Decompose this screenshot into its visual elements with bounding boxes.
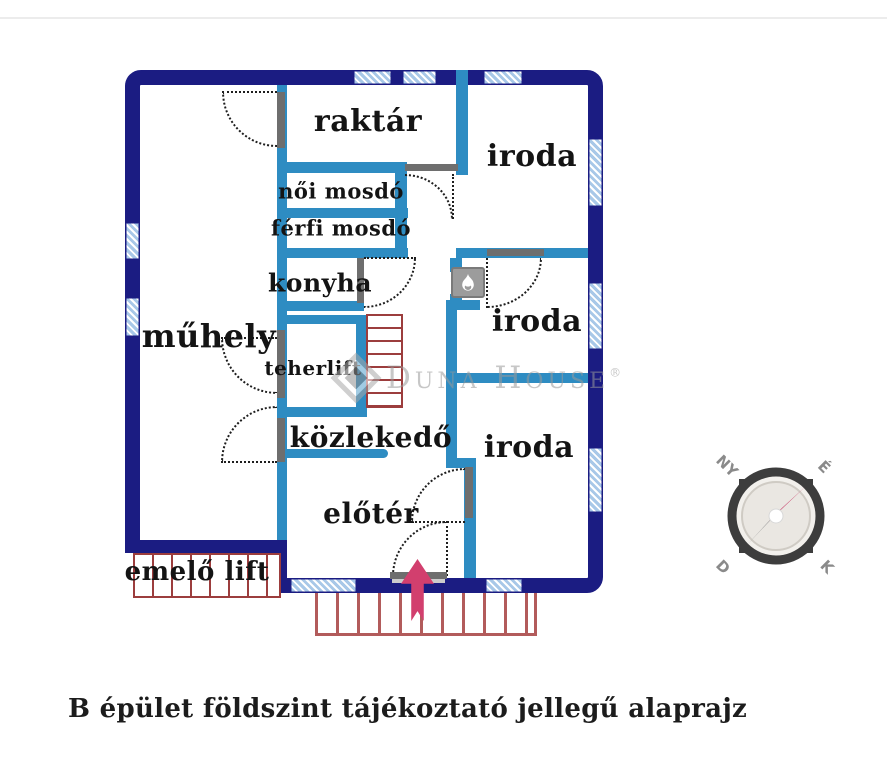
- window-bottom-1: [290, 578, 357, 593]
- wall-teherlift-bottom: [277, 407, 367, 417]
- jamb-muhely-door-a: [277, 330, 285, 398]
- room-label-iroda-bottom: iroda: [483, 430, 575, 465]
- page-divider-line: [0, 17, 887, 19]
- jamb-eloter-door: [465, 467, 473, 518]
- wall-iroda1-left: [456, 70, 468, 175]
- jamb-raktar-door: [277, 92, 285, 148]
- compass-rose-icon: [727, 467, 825, 565]
- internal-stairs: [366, 314, 403, 408]
- wall-noi-bottom: [277, 208, 408, 218]
- wall-jog-lower: [446, 458, 476, 468]
- door-leaf-muhely-b: [221, 461, 277, 463]
- dunahouse-logo-icon: [330, 352, 382, 404]
- room-label-muhely: műhely: [141, 317, 277, 355]
- room-label-emelo-lift: emelő lift: [124, 557, 270, 587]
- room-label-kozlekedo: közlekedő: [289, 421, 453, 454]
- jamb-corridor-top: [405, 164, 458, 171]
- fireplace-icon: [451, 267, 485, 298]
- wall-iroda2-bottom: [446, 373, 588, 383]
- platform-lift-box: [133, 553, 281, 598]
- door-leaf-iroda2: [486, 258, 488, 308]
- room-label-raktar: raktár: [313, 104, 423, 139]
- wall-teherlift-top: [277, 315, 367, 324]
- wall-main-left: [277, 85, 287, 540]
- watermark-brand: Duna House®: [386, 360, 621, 396]
- wall-raktar-bottom: [277, 162, 407, 173]
- window-left-2: [125, 297, 140, 337]
- wall-jog-upper: [446, 300, 480, 310]
- wall-kozlekedo-stub: [287, 449, 388, 458]
- door-leaf-konyha: [364, 257, 416, 259]
- wall-leftblock-bottom: [125, 540, 287, 553]
- window-top-3: [483, 70, 523, 85]
- plan-caption: B épület földszint tájékoztató jellegű a…: [68, 694, 748, 724]
- door-leaf-corridor: [452, 174, 454, 219]
- wall-ferfi-bottom: [277, 248, 408, 258]
- wall-corridor-right: [446, 308, 457, 466]
- room-label-noi-mosdo: női mosdó: [278, 178, 404, 204]
- window-top-1: [353, 70, 392, 85]
- watermark-registered-mark: ®: [609, 365, 622, 380]
- window-right-1: [588, 138, 603, 207]
- room-label-iroda-middle: iroda: [491, 304, 583, 339]
- door-leaf-entrance: [446, 521, 448, 576]
- entrance-stairs: [315, 589, 537, 636]
- jamb-iroda1-bottom: [487, 249, 544, 256]
- wall-konyha-bottom: [277, 301, 364, 311]
- window-right-3: [588, 447, 603, 513]
- jamb-konyha-right: [357, 258, 364, 303]
- window-top-2: [402, 70, 437, 85]
- room-label-konyha: konyha: [267, 268, 373, 298]
- room-label-iroda-top: iroda: [486, 139, 578, 174]
- room-label-eloter: előtér: [323, 497, 419, 530]
- window-right-2: [588, 282, 603, 350]
- door-leaf-muhely-a: [221, 337, 277, 339]
- door-leaf-raktar: [222, 91, 277, 93]
- window-left-1: [125, 222, 140, 260]
- jamb-muhely-door-b: [277, 418, 285, 462]
- watermark-brand-text: Duna House: [386, 360, 610, 396]
- window-bottom-2: [485, 578, 523, 593]
- room-label-ferfi-mosdo: férfi mosdó: [270, 215, 412, 241]
